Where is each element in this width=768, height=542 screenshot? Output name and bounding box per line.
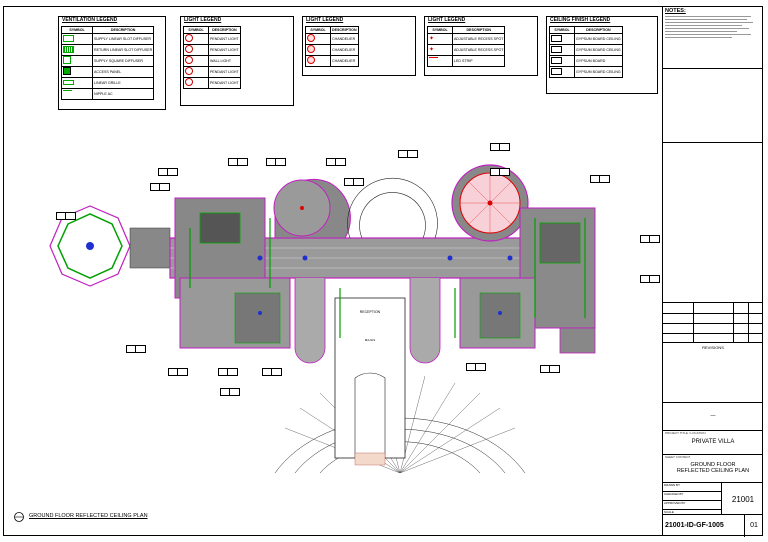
legend-row: ACCESS PANEL	[91, 66, 155, 78]
drawing-number: 21001-ID-GF-1005	[665, 522, 724, 529]
callout-tag	[220, 388, 240, 396]
legend-title: CEILING FINISH LEGEND	[550, 17, 611, 23]
field-checked-by: CHECKED BY	[663, 492, 721, 501]
legend-title: VENTILATION LEGEND	[62, 17, 118, 23]
legend-row: SUPPLY LINEAR SLOT DIFFUSER	[91, 33, 155, 45]
callout-tag	[326, 158, 346, 166]
legend-row: GYPSUM BOARD	[574, 55, 623, 67]
drawing-number-row: 21001-ID-GF-1005 01	[663, 514, 763, 537]
callout-tag	[168, 368, 188, 376]
callout-tag	[266, 158, 286, 166]
room-label-majlis: MAJLIS	[365, 338, 376, 342]
title-block: NOTES: REVISIONS — PROJECT TITLE / LOCAT…	[662, 6, 763, 537]
legend-row: ADJUSTABLE RECESS SPOT	[451, 44, 506, 56]
legend-title: LIGHT LEGEND	[428, 17, 466, 23]
callout-tag	[56, 212, 76, 220]
notes-section: NOTES:	[663, 6, 763, 72]
callout-tag	[466, 363, 486, 371]
sheet-label: SHEET CONTENT	[665, 455, 691, 459]
callout-tag	[218, 368, 238, 376]
left-dome	[273, 178, 351, 239]
col-desc: DESCRIPTION	[330, 26, 359, 34]
project-name: PRIVATE VILLA	[691, 439, 735, 445]
legend-row: PENDANT LIGHT	[208, 66, 241, 78]
field-scale: SCALE	[664, 510, 674, 514]
drawing-info: DRAWN BY CHECKED BY APPROVED BY SCALE 21…	[663, 482, 763, 515]
legend-title: LIGHT LEGEND	[184, 17, 222, 23]
callout-tag	[398, 150, 418, 158]
col-symbol: SYMBOL	[61, 26, 93, 34]
col-symbol: SYMBOL	[427, 26, 453, 34]
callout-tag	[228, 158, 248, 166]
col-symbol: SYMBOL	[305, 26, 331, 34]
callout-tag	[150, 183, 170, 191]
callout-tag	[344, 178, 364, 186]
callout-tag	[262, 368, 282, 376]
legend-row: SUPPLY SQUARE DIFFUSER	[91, 55, 155, 67]
revisions-label: REVISIONS	[663, 342, 763, 353]
legend-row: PENDANT LIGHT	[208, 33, 241, 45]
col-symbol: SYMBOL	[549, 26, 575, 34]
notes-title: NOTES:	[665, 8, 686, 14]
legend-row: GYPSUM BOARD CEILING	[574, 33, 623, 45]
legend-row: CHANDELIER	[330, 55, 359, 67]
legend-row: RETURN LINEAR SLOT DIFFUSER	[91, 44, 155, 56]
callout-tag	[640, 235, 660, 243]
legend-row: CHANDELIER	[330, 33, 359, 45]
client-dash: —	[710, 413, 716, 419]
callout-tag	[126, 345, 146, 353]
col-desc: DESCRIPTION	[574, 26, 623, 34]
project-number: 21001	[731, 495, 755, 504]
notes-lines	[665, 16, 761, 38]
legend-row: GYPSUM BOARD CEILING	[574, 44, 623, 56]
col-desc: DESCRIPTION	[208, 26, 241, 34]
spiral-stair	[347, 177, 438, 239]
callout-tag	[590, 175, 610, 183]
legend-row: CHANDELIER	[330, 44, 359, 56]
callout-tag	[640, 275, 660, 283]
col-symbol: SYMBOL	[183, 26, 209, 34]
floor-plan-drawing: RECEPTION MAJLIS	[49, 164, 596, 473]
legend-row: PENDANT LIGHT	[208, 44, 241, 56]
callout-tag	[490, 143, 510, 151]
drawing-title-text: GROUND FLOOR REFLECTED CEILING PLAN	[29, 513, 148, 519]
right-dome	[451, 164, 529, 242]
legend-title: LIGHT LEGEND	[306, 17, 344, 23]
legend-row: LINEAR GRILLE	[91, 77, 155, 89]
room-label-reception: RECEPTION	[360, 310, 381, 314]
field-approved-by: APPROVED BY	[663, 501, 721, 510]
legend-row: WALL LIGHT	[208, 55, 241, 67]
callout-tag	[490, 168, 510, 176]
field-drawn-by: DRAWN BY	[663, 483, 721, 492]
drawing-title-footer: GROUND FLOOR REFLECTED CEILING PLAN	[12, 512, 312, 524]
callout-tag	[540, 365, 560, 373]
legend-row: NIPPLE AC	[91, 88, 155, 100]
sheet-title-2: REFLECTED CEILING PLAN	[676, 468, 750, 474]
legend-row: PENDANT LIGHT	[208, 77, 241, 89]
legend-row: ADJUSTABLE RECESS SPOT	[451, 33, 506, 45]
legend-row: GYPSUM BOARD CEILING	[574, 66, 623, 78]
project-label: PROJECT TITLE / LOCATION	[665, 431, 706, 435]
section-marker-icon	[14, 512, 24, 522]
revision-table	[663, 302, 763, 343]
octagon-room	[49, 205, 171, 287]
sheet-title-1: GROUND FLOOR	[690, 462, 736, 468]
revision-number: 01	[750, 522, 758, 529]
legend-row: LED STRIP	[451, 55, 506, 67]
col-desc: DESCRIPTION	[451, 26, 506, 34]
col-desc: DESCRIPTION	[91, 26, 155, 34]
callout-tag	[158, 168, 178, 176]
